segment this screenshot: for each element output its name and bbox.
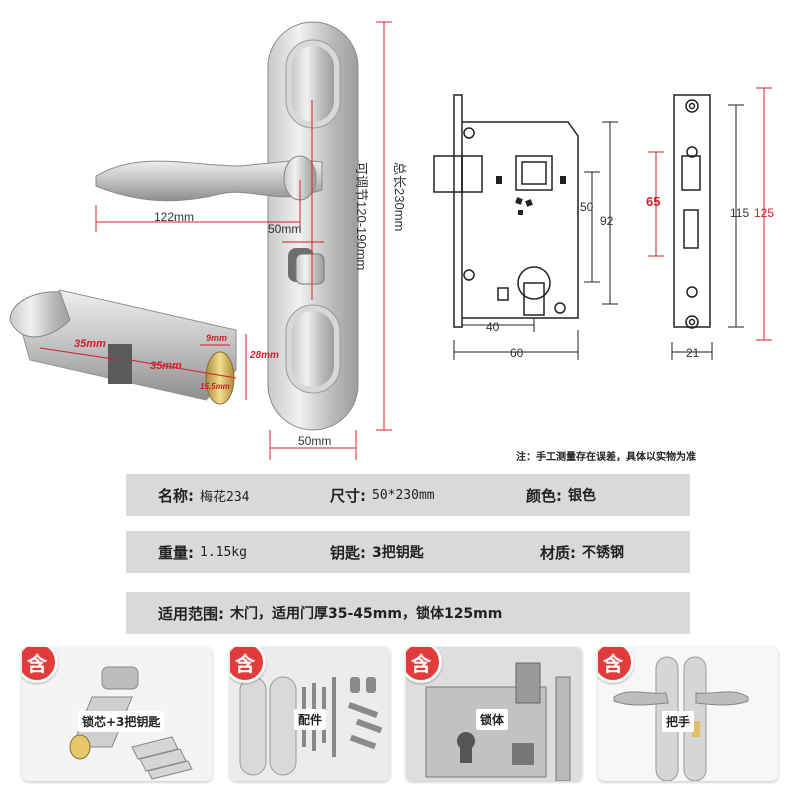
handle-dimension-lines [95,21,392,460]
cylinder-left-label: 35mm [74,338,106,350]
card-lockbody-label: 锁体 [476,709,509,730]
dim-125-label: 125 [754,206,775,220]
spec-material-label: 材质: [540,543,576,562]
dim-115-label: 115 [730,206,750,220]
handle-plate [267,21,359,431]
cylinder-diameter-label: 15.5mm [200,382,230,391]
strike-red-dimension-lines [648,87,772,341]
dim-50-label: 50 [580,200,594,214]
spec-row-1: 名称: 梅花234 尺寸: 50*230mm 颜色: 银色 [126,474,690,516]
measurement-note: 注：手工测量存在误差，具体以实物为准 [516,452,696,463]
spec-size-label: 尺寸: [330,486,366,505]
cylinder-dimension-lines [39,334,247,400]
lockbody-dimension-lines [453,121,618,360]
card-accessories: 含 配件 [230,647,390,781]
plate-width-label: 50mm [298,434,332,448]
card-cylinder-keys: 含 锁芯+3把钥匙 [22,647,212,781]
spec-name-value: 梅花234 [200,489,250,505]
spec-color-label: 颜色: [526,486,562,505]
spec-row-2: 重量: 1.15kg 钥匙: 3把钥匙 材质: 不锈钢 [126,531,690,573]
lockbody-dimension-drawing [433,87,772,360]
spec-row-3: 适用范围: 木门，适用门厚35-45mm，锁体125mm [126,592,690,634]
dim-65-label: 65 [646,194,661,209]
spec-weight-label: 重量: [158,543,194,562]
dim-60-label: 60 [510,346,524,360]
spec-size-value: 50*230mm [372,487,435,503]
dim-21-label: 21 [686,346,700,360]
strike-dimension-lines [671,104,744,360]
spec-material-value: 不锈钢 [582,545,624,561]
adjustable-length-label: 可调节120-190mm [354,162,369,271]
spec-name-label: 名称: [158,486,194,505]
handle-dimension-drawing [9,21,392,460]
dim-92-label: 92 [600,214,614,228]
handle-width-label: 50mm [268,222,302,236]
lever-length-label: 122mm [154,210,195,224]
lockbody-outline [433,94,579,328]
spec-usage-value: 木门，适用门厚35-45mm，锁体125mm [230,606,503,622]
total-length-label: 总长230mm [392,162,407,232]
lock-cylinder [9,289,237,405]
card-lockbody: 含 锁体 [406,647,582,781]
handle-lever [95,155,323,202]
strike-plate [673,94,711,329]
included-badge: 含 [598,647,634,683]
dim-40-label: 40 [486,320,500,334]
lockbody-details [496,176,566,215]
spec-color-value: 银色 [568,488,596,504]
card-cylinder-keys-label: 锁芯+3把钥匙 [78,711,165,732]
card-accessories-label: 配件 [294,709,327,730]
cylinder-top-label: 9mm [206,333,228,343]
cylinder-height-label: 28mm [250,350,279,361]
spec-weight-value: 1.15kg [200,544,247,560]
card-handle: 含 把手 [598,647,778,781]
card-handle-label: 把手 [662,711,695,732]
spec-keys-value: 3把钥匙 [372,545,424,561]
cylinder-right-label: 35mm [150,360,182,372]
spec-usage-label: 适用范围: [158,604,224,623]
spec-keys-label: 钥匙: [330,543,366,562]
